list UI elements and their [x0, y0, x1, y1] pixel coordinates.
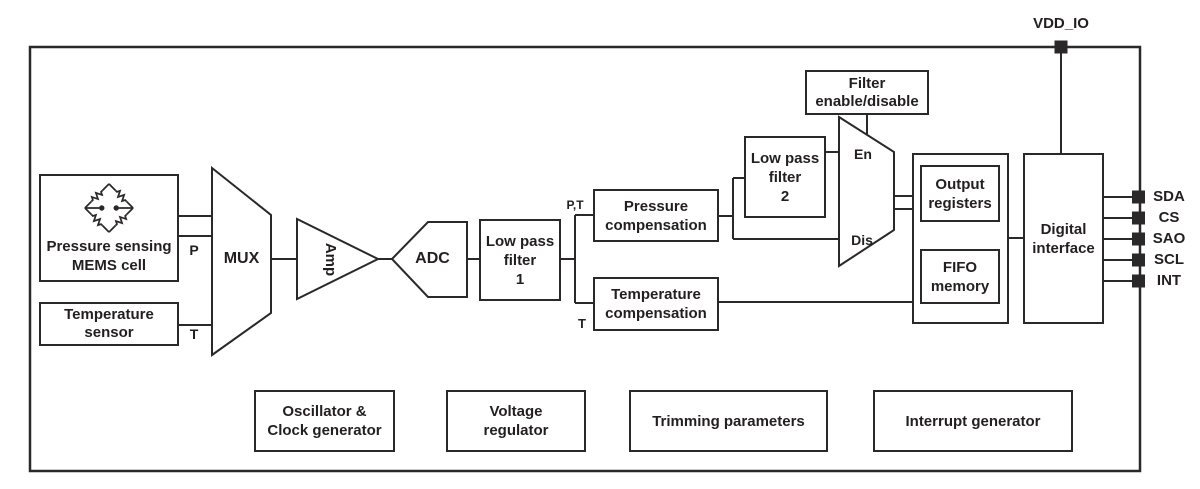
pin-pad-int [1132, 274, 1145, 288]
adc-label: ADC [415, 250, 450, 267]
pin-pad-sda [1132, 190, 1145, 204]
selector-en-label: En [854, 146, 872, 162]
amp-label-wrap: Amp [313, 241, 349, 277]
filter-enable-disable-block: Filter enable/disable [805, 70, 929, 115]
selector-dis-label: Dis [851, 232, 873, 248]
digital-interface-block: Digital interface [1023, 153, 1104, 324]
trimming-parameters-block: Trimming parameters [629, 390, 828, 452]
mems-cell-label: Pressure sensing MEMS cell [46, 238, 172, 274]
mux-shape [211, 165, 272, 357]
mux-label: MUX [223, 250, 260, 267]
pin-label-sda: SDA [1153, 188, 1185, 205]
pin-label-sao: SAO [1152, 230, 1186, 247]
mems-cell-block: Pressure sensing MEMS cell [39, 174, 179, 282]
pin-pad-sao [1132, 232, 1145, 246]
fifo-memory-block: FIFO memory [920, 249, 1000, 304]
signal-pt-label: P,T [566, 198, 584, 212]
amp-shape [296, 217, 381, 301]
vdd-io-label: VDD_IO [1033, 15, 1089, 32]
signal-p-label: P [189, 242, 199, 258]
signal-t-mid-label: T [578, 316, 586, 331]
wire-lpf1-branch [560, 214, 594, 304]
registers-container [912, 153, 1009, 324]
signal-t-label: T [189, 326, 199, 342]
amp-label: Amp [322, 242, 340, 276]
low-pass-filter-2-block: Low pass filter 2 [744, 136, 826, 218]
pin-pad-scl [1132, 253, 1145, 267]
pin-label-cs: CS [1158, 209, 1180, 226]
temperature-compensation-block: Temperature compensation [593, 277, 719, 331]
pin-label-scl: SCL [1154, 251, 1184, 268]
wire-pin-stubs [1103, 196, 1133, 282]
pin-pad-cs [1132, 211, 1145, 225]
pressure-compensation-block: Pressure compensation [593, 189, 719, 242]
interrupt-generator-block: Interrupt generator [873, 390, 1073, 452]
voltage-regulator-block: Voltage regulator [446, 390, 586, 452]
wire-selector-out [894, 195, 913, 210]
vdd-pad [1054, 40, 1068, 54]
pin-label-int: INT [1156, 272, 1182, 289]
selector-shape [838, 115, 895, 268]
output-registers-block: Output registers [920, 165, 1000, 222]
low-pass-filter-1-block: Low pass filter 1 [479, 219, 561, 301]
temperature-sensor-block: Temperature sensor [39, 302, 179, 346]
wire-pcomp-branch [718, 177, 839, 240]
wire-p-pair [177, 215, 212, 237]
oscillator-clock-generator-block: Oscillator & Clock generator [254, 390, 395, 452]
adc-shape [390, 221, 468, 298]
wheatstone-bridge-icon [84, 183, 134, 233]
